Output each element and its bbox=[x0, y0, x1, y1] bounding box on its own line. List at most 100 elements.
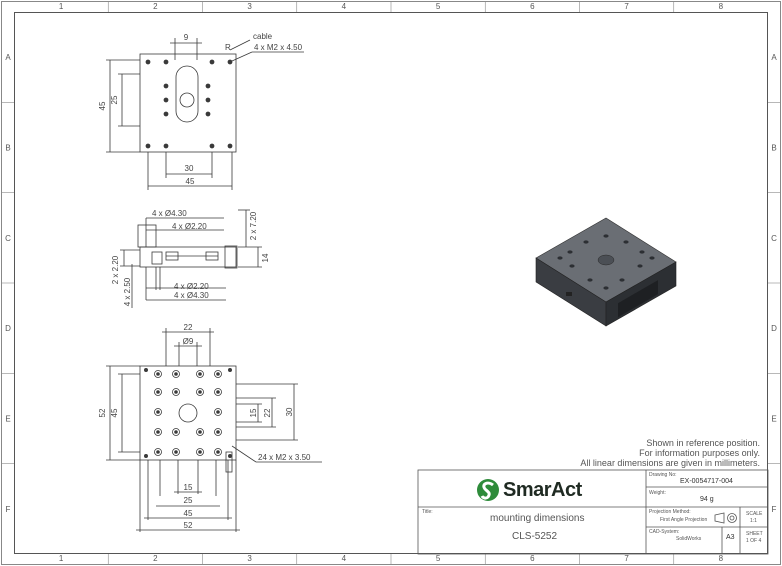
isometric-stage-render bbox=[535, 217, 677, 327]
top-dim-slot: 9 bbox=[184, 33, 189, 42]
top-dim-height-outer: 45 bbox=[98, 101, 107, 110]
grid-column-label: 2 bbox=[153, 2, 158, 11]
threaded-hole bbox=[154, 408, 162, 416]
threaded-hole-core bbox=[156, 390, 160, 394]
grid-column-label: 5 bbox=[436, 2, 441, 11]
bottom-dim-22: 22 bbox=[184, 323, 193, 332]
threaded-hole-core bbox=[198, 450, 202, 454]
threaded-hole bbox=[214, 448, 222, 456]
mounting-hole bbox=[205, 83, 211, 89]
cad-value: SolidWorks bbox=[676, 536, 702, 542]
grid-row-label: F bbox=[6, 505, 11, 514]
top-view-holes bbox=[145, 59, 233, 149]
grid-column-label: 7 bbox=[624, 2, 629, 11]
threaded-hole-core bbox=[156, 410, 160, 414]
iso-hole bbox=[567, 250, 573, 254]
bottom-dim-52: 52 bbox=[184, 521, 193, 530]
corner-hole bbox=[227, 453, 232, 458]
threaded-hole bbox=[154, 388, 162, 396]
smaract-logo: SmarAct bbox=[476, 477, 582, 503]
title-label: Title: bbox=[422, 509, 433, 515]
threaded-hole-core bbox=[198, 372, 202, 376]
mounting-hole bbox=[209, 143, 215, 149]
grid-column-label: 8 bbox=[719, 2, 724, 11]
weight-label: Weight: bbox=[649, 490, 666, 496]
first-angle-projection-icon bbox=[714, 512, 737, 524]
drawing-title: mounting dimensions bbox=[490, 513, 585, 524]
grid-row-label: C bbox=[771, 234, 777, 243]
mounting-hole bbox=[163, 83, 169, 89]
drawing-no: EX-0054717-004 bbox=[680, 478, 733, 485]
iso-hole bbox=[639, 250, 645, 254]
side-dim-right-b: 14 bbox=[261, 253, 270, 262]
bottom-label-holes: 24 x M2 x 3.50 bbox=[258, 453, 311, 462]
threaded-hole bbox=[214, 428, 222, 436]
mounting-hole bbox=[227, 59, 233, 65]
threaded-hole-core bbox=[156, 372, 160, 376]
bottom-dim-45: 45 bbox=[184, 509, 193, 518]
mounting-hole bbox=[163, 143, 169, 149]
grid-row-label: A bbox=[5, 53, 11, 62]
smaract-logo-text: SmarAct bbox=[503, 478, 582, 501]
sheet-label: SHEET bbox=[746, 531, 763, 537]
mounting-hole bbox=[205, 97, 211, 103]
reference-notes: Shown in reference position. For informa… bbox=[580, 438, 760, 468]
bottom-dim-25: 25 bbox=[184, 496, 193, 505]
bottom-dim-30-right: 30 bbox=[285, 407, 294, 416]
bottom-dim-15: 15 bbox=[184, 483, 193, 492]
inner-frame bbox=[14, 12, 768, 554]
note-line-2: For information purposes only. bbox=[639, 448, 760, 458]
threaded-hole-core bbox=[216, 410, 220, 414]
threaded-hole-core bbox=[198, 430, 202, 434]
side-label-holes-a2: 4 x Ø2.20 bbox=[172, 222, 207, 231]
grid-row-label: D bbox=[5, 324, 11, 333]
note-line-3: All linear dimensions are given in milli… bbox=[580, 458, 760, 468]
grid-column-label: 1 bbox=[59, 2, 64, 11]
mounting-hole bbox=[145, 59, 151, 65]
side-view bbox=[120, 209, 262, 308]
top-view bbox=[106, 38, 304, 190]
threaded-hole-core bbox=[198, 390, 202, 394]
threaded-hole-core bbox=[156, 450, 160, 454]
grid-column-label: 7 bbox=[624, 554, 629, 563]
mounting-hole bbox=[163, 111, 169, 117]
top-label-holes: 4 x M2 x 4.50 bbox=[254, 43, 303, 52]
projection-label: Projection Method: bbox=[649, 509, 691, 515]
threaded-hole bbox=[172, 448, 180, 456]
grid-row-label: C bbox=[5, 234, 11, 243]
grid-row-label: B bbox=[771, 144, 776, 153]
grid-row-label: A bbox=[771, 53, 777, 62]
bottom-dim-22-right: 22 bbox=[263, 408, 272, 417]
mounting-hole bbox=[209, 59, 215, 65]
grid-column-label: 6 bbox=[530, 554, 535, 563]
threaded-hole bbox=[196, 388, 204, 396]
scale-value: 1:1 bbox=[750, 518, 757, 524]
cad-label: CAD-System: bbox=[649, 529, 680, 535]
title-block-frame bbox=[417, 469, 769, 555]
smaract-logo-mark bbox=[477, 479, 499, 501]
mounting-hole bbox=[163, 59, 169, 65]
paper-size: A3 bbox=[726, 534, 735, 541]
iso-hole bbox=[569, 264, 575, 268]
bottom-dim-45-left: 45 bbox=[110, 408, 119, 417]
bottom-view bbox=[106, 328, 322, 532]
weight-value: 94 g bbox=[700, 496, 714, 503]
grid-column-label: 4 bbox=[342, 2, 347, 11]
threaded-hole-core bbox=[174, 450, 178, 454]
iso-hole bbox=[557, 256, 563, 260]
threaded-hole bbox=[214, 388, 222, 396]
top-label-cable: cable bbox=[253, 32, 273, 41]
iso-hole bbox=[619, 278, 625, 282]
corner-hole bbox=[143, 453, 148, 458]
isometric-holes bbox=[557, 234, 655, 290]
threaded-hole bbox=[196, 370, 204, 378]
threaded-hole-core bbox=[174, 430, 178, 434]
threaded-hole bbox=[172, 388, 180, 396]
threaded-hole bbox=[196, 448, 204, 456]
grid-row-label: E bbox=[771, 415, 776, 424]
note-line-1: Shown in reference position. bbox=[646, 438, 760, 448]
grid-column-label: 2 bbox=[153, 554, 158, 563]
side-label-holes-a1: 4 x Ø4.30 bbox=[152, 209, 187, 218]
